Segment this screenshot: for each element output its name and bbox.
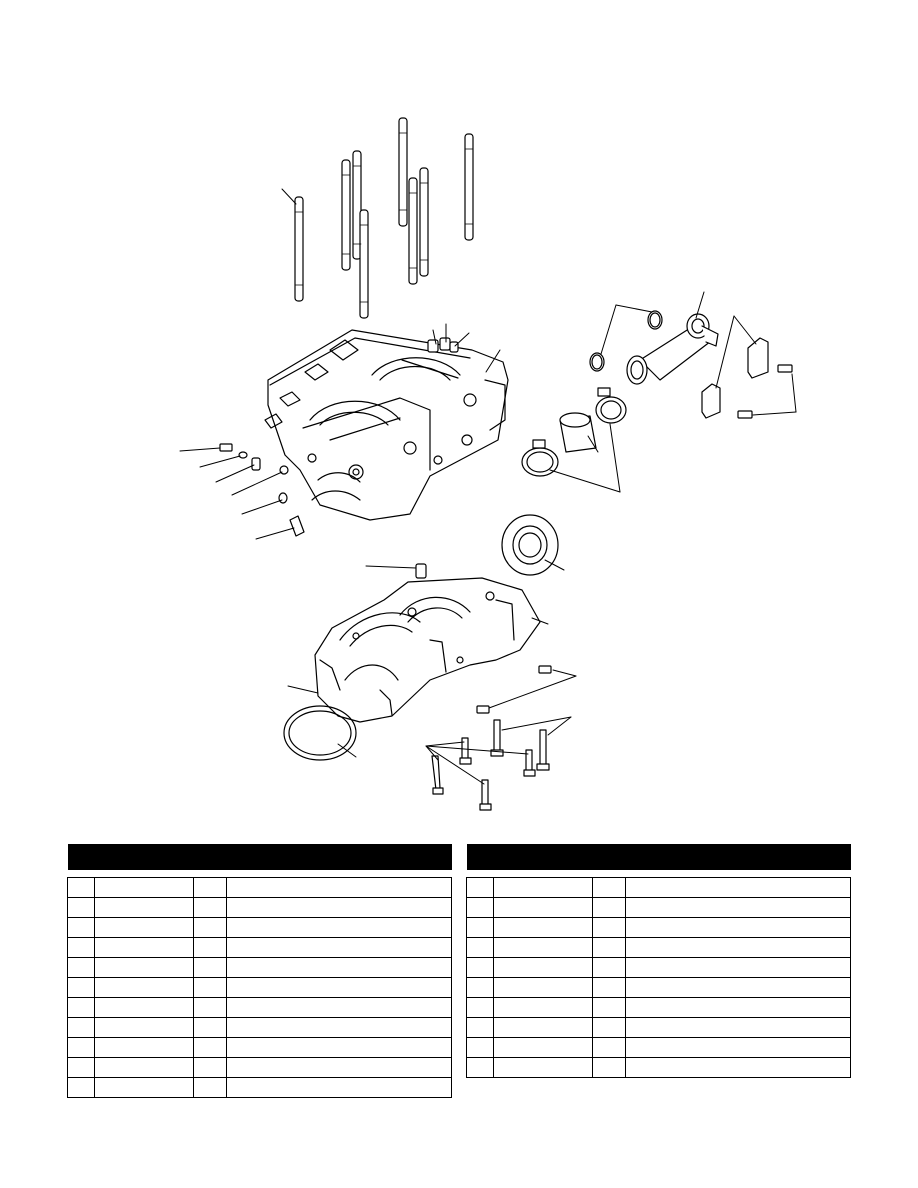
parts-table-right-header	[466, 844, 851, 870]
table-row	[67, 1077, 452, 1098]
leader-lines	[179, 188, 797, 785]
table-row	[67, 917, 452, 938]
table-row	[466, 897, 851, 918]
lower-crankcase	[314, 563, 541, 723]
table-row	[67, 877, 452, 898]
lower-bolts	[431, 665, 552, 811]
table-row	[466, 1017, 851, 1038]
table-row	[466, 977, 851, 998]
table-row	[466, 957, 851, 978]
table-row	[466, 937, 851, 958]
parts-table-left-header	[67, 844, 452, 870]
table-row	[466, 917, 851, 938]
small-o-rings	[589, 310, 663, 372]
hose-and-clamps	[521, 387, 627, 477]
table-row	[67, 1057, 452, 1078]
parts-table-right	[466, 844, 851, 1078]
o-ring	[283, 705, 357, 761]
brackets	[701, 337, 793, 419]
table-row	[67, 1037, 452, 1058]
table-row	[466, 997, 851, 1018]
parts-table-left	[67, 844, 452, 1098]
table-row	[67, 897, 452, 918]
upper-crankcase	[264, 329, 509, 521]
table-row	[67, 977, 452, 998]
table-row	[67, 997, 452, 1018]
oil-seal	[501, 514, 559, 576]
table-row	[67, 937, 452, 958]
oil-tube	[626, 313, 719, 385]
fittings-near-studs	[427, 337, 459, 353]
table-row	[67, 957, 452, 978]
table-row	[466, 877, 851, 898]
crankcase-studs	[294, 117, 474, 319]
table-row	[466, 1037, 851, 1058]
exploded-parts-diagram	[179, 117, 797, 811]
table-row	[67, 1017, 452, 1038]
table-row	[466, 1057, 851, 1078]
